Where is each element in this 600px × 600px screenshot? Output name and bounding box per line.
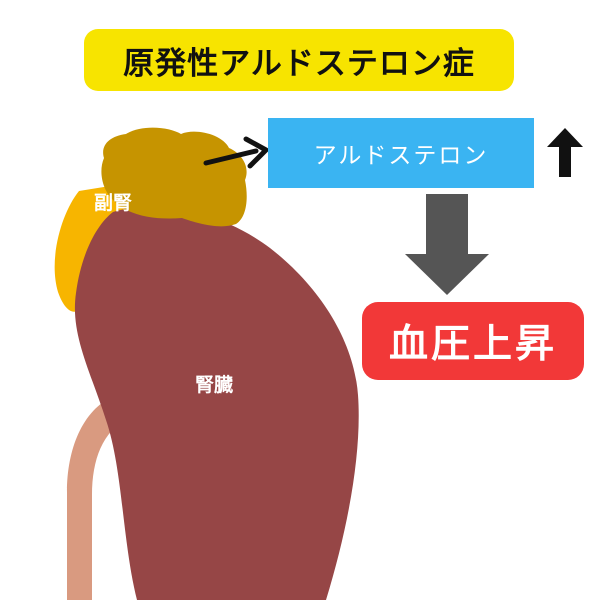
kidney bbox=[74, 206, 359, 600]
blood-pressure-result-label: 血圧上昇 bbox=[388, 322, 557, 367]
adrenal-gland-upper bbox=[101, 127, 247, 227]
adrenal-gland-lower bbox=[54, 185, 241, 312]
secretion-arrow-shaft bbox=[203, 148, 259, 166]
aldosterone-label: アルドステロン bbox=[313, 143, 489, 169]
adrenal-label: 副腎 bbox=[94, 192, 133, 214]
up-arrow-icon bbox=[547, 128, 583, 177]
blood-pressure-result-box: 血圧上昇 bbox=[362, 302, 584, 380]
right-arrow-icon bbox=[243, 136, 269, 169]
title-box: 原発性アルドステロン症 bbox=[84, 29, 514, 91]
page-title: 原発性アルドステロン症 bbox=[123, 45, 475, 82]
ureter bbox=[67, 396, 133, 600]
down-arrow-icon bbox=[405, 194, 489, 295]
aldosterone-box: アルドステロン bbox=[268, 118, 534, 188]
kidney-label: 腎臓 bbox=[195, 374, 234, 396]
